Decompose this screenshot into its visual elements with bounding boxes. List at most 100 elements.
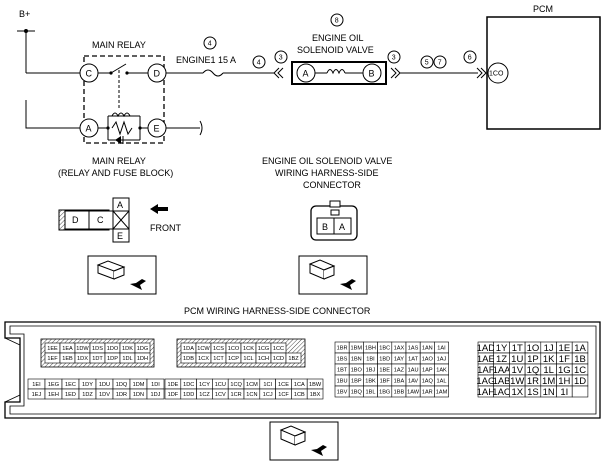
main-relay-caption-line1: MAIN RELAY	[92, 156, 146, 166]
relay-view-icon	[87, 255, 157, 295]
pcm-pin-label: 1Z	[496, 354, 507, 365]
pcm-pin-label: 1DM	[133, 382, 145, 388]
pcm-pin-label: 1EI	[32, 382, 41, 388]
front-arrow: FRONT	[150, 204, 181, 233]
pcm-pin-label: 1AY	[394, 357, 404, 363]
pcm-pin-label: 1AZ	[394, 368, 405, 374]
pcm-pin-label: 1DR	[116, 392, 127, 398]
pcm-pin-label: 1BF	[380, 379, 391, 385]
pcm-pin-label: 1BE	[379, 368, 390, 374]
pcm-pin-label: 1CN	[246, 392, 257, 398]
pcm-pin-label: 1AL	[437, 379, 447, 385]
pcm-pin-label: 1R	[527, 376, 539, 387]
pcm-pin-label: 1AE	[477, 354, 495, 365]
pcm-pin-label: 1DI	[151, 382, 160, 388]
pcm-pin-label: 1BP	[351, 379, 362, 385]
relay-block-cell-c: C	[97, 215, 104, 225]
pcm-pin-label: 1BS	[337, 357, 348, 363]
relay-coil-wire-a	[25, 100, 80, 129]
connector-number-3-left: 3	[279, 55, 283, 62]
pcm-pin-label: 1DS	[92, 346, 103, 352]
pcm-pin-label: 1CP	[228, 356, 239, 362]
pcm-pin-label: 1S	[527, 387, 539, 398]
pcm-pin-label: 1AT	[408, 357, 418, 363]
pcm-pin-label: 1I	[560, 387, 568, 398]
pcm-pin-label: 1BO	[351, 368, 363, 374]
pcm-pin-label: 1CX	[198, 356, 209, 362]
pcm-pin-label: 1C	[574, 365, 586, 376]
fuse-circuit-number: 4	[208, 41, 212, 48]
pcm-pin-label: 1B	[574, 354, 586, 365]
pcm-pin-label: 1DB	[183, 356, 194, 362]
pcm-pin-label: 1DY	[82, 382, 93, 388]
solenoid-connector-caption-line1: ENGINE OIL SOLENOID VALVE	[262, 156, 392, 166]
pcm-pin-label: 1BK	[365, 379, 376, 385]
wire-number-4: 4	[257, 60, 261, 67]
pcm-pin-label: 1DW	[76, 346, 89, 352]
pcm-pin-label: 1AR	[422, 390, 433, 396]
pcm-pin-label: 1CB	[294, 392, 305, 398]
relay-block-cell-e: E	[117, 231, 123, 241]
relay-pin-c: C	[86, 69, 93, 79]
pcm-pin-label: 1AA	[493, 365, 512, 376]
pcm-pin-label: 1AQ	[422, 379, 434, 385]
pcm-pin-label: 1CD	[273, 356, 284, 362]
pcm-unit: PCM 1CO	[486, 4, 601, 130]
pcm-pin-label: 1BJ	[366, 368, 376, 374]
pcm-pin-label: 1V	[511, 365, 523, 376]
pcm-pin-label: 1CC	[273, 346, 284, 352]
wire-number-6: 6	[468, 55, 472, 62]
pcm-pin-label: 1U	[511, 354, 523, 365]
pcm-pin-label: 1CO	[228, 346, 240, 352]
pcm-pin-label: 1EJ	[32, 392, 42, 398]
wire-number-5: 5	[425, 60, 429, 67]
solenoid-connector-face: B A	[310, 200, 358, 241]
pcm-pin-label: 1CU	[215, 382, 226, 388]
pcm-pin-label: 1Y	[496, 343, 508, 354]
b-plus-label: B+	[19, 9, 30, 19]
connector-number-3-right: 3	[392, 55, 396, 62]
pcm-pin-label: 1AD	[477, 343, 496, 354]
solenoid-pin-b: B	[369, 69, 375, 79]
solenoid-circuit-number: 8	[335, 18, 339, 25]
pcm-pin-label: 1K	[543, 354, 555, 365]
pcm-pin-label: 1AJ	[437, 357, 447, 363]
pcm-pin-label: 1DE	[167, 382, 178, 388]
pcm-pin-label: 1AS	[408, 346, 419, 352]
pcm-pin-label: 1CH	[258, 356, 269, 362]
pcm-pin-label: 1DD	[183, 392, 194, 398]
pcm-pin-label: 1DL	[122, 356, 132, 362]
pcm-pin-label: 1EB	[62, 356, 73, 362]
pcm-pin-label: 1L	[543, 365, 554, 376]
pcm-pin-label: 1BX	[310, 392, 321, 398]
pcm-pin-cell	[146, 388, 165, 400]
pcm-pin-cell	[285, 352, 302, 364]
pcm-pin-label: 1X	[511, 387, 523, 398]
pcm-pin-label: 1CS	[213, 346, 224, 352]
pcm-pin-label: 1DK	[122, 346, 133, 352]
pcm-pin-label: 1AH	[477, 387, 496, 398]
solenoid-connector-cell-b: B	[322, 222, 328, 232]
pcm-pin-label: 1EA	[62, 346, 73, 352]
pcm-pin-label: 1DG	[137, 346, 149, 352]
pcm-pin-label: 1BZ	[288, 356, 299, 362]
pcm-pin-label: 1CQ	[230, 382, 242, 388]
pcm-pin-label: 1BU	[337, 379, 348, 385]
main-relay-title: MAIN RELAY	[92, 40, 146, 50]
wire-number-7: 7	[438, 60, 442, 67]
pcm-pin-label: 1E	[559, 343, 571, 354]
pcm-title: PCM	[533, 4, 553, 14]
pcm-pin-label: 1AK	[436, 368, 447, 374]
relay-pin-d: D	[154, 69, 161, 79]
pcm-pin-label: 1BQ	[351, 390, 363, 396]
pcm-pin-label: 1AO	[422, 357, 434, 363]
pcm-pin-label: 1CK	[243, 346, 254, 352]
pcm-pin-label: 1DJ	[151, 392, 161, 398]
pcm-pin-label: 1CM	[246, 382, 258, 388]
pcm-pin-label: 1O	[527, 343, 540, 354]
relay-pin-e: E	[154, 124, 160, 134]
relay-block-cell-d: D	[72, 215, 79, 225]
pcm-pin-label: 1AU	[408, 368, 419, 374]
